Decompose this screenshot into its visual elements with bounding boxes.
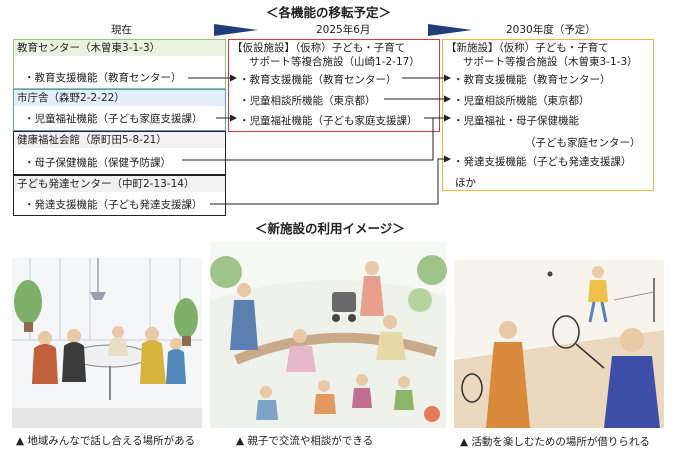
facility-header-health: 健康福祉会館（原町田5-8-21） bbox=[14, 132, 225, 148]
facility-header-cityhall: 市庁舎（森野2-2-22） bbox=[14, 90, 225, 106]
interim-title-line1: 【仮設施設】（仮称）子ども・子育て bbox=[232, 42, 406, 54]
function-education-support-interim: ・教育支援機能（教育センター） bbox=[239, 74, 397, 86]
function-development-support-future: ・発達支援機能（子ども発達支援課） bbox=[453, 156, 632, 168]
timeline-interim: 2025年6月 bbox=[316, 24, 371, 36]
function-child-welfare-interim: ・児童福祉機能（子ども家庭支援課） bbox=[239, 115, 418, 127]
function-welfare-maternal-future: ・児童福祉・母子保健機能 bbox=[453, 115, 579, 127]
interim-title-line2: サポート等複合施設（山崎1-2-17） bbox=[249, 56, 420, 68]
function-child-welfare-current: ・児童福祉機能（子ども家庭支援課） bbox=[24, 113, 203, 125]
current-group-education: 教育センター（木曽東3-1-3） ・教育支援機能（教育センター） bbox=[13, 39, 226, 89]
interim-facility-box: 【仮設施設】（仮称）子ども・子育て サポート等複合施設（山崎1-2-17） ・教… bbox=[228, 39, 440, 132]
timeline-current: 現在 bbox=[111, 24, 132, 36]
current-group-development: 子ども発達センター（中町2-13-14） ・発達支援機能（子ども発達支援課） bbox=[13, 175, 226, 216]
function-family-center-future: （子ども家庭センター） bbox=[525, 137, 641, 149]
current-group-health: 健康福祉会館（原町田5-8-21） ・母子保健機能（保健予防課） bbox=[13, 131, 226, 175]
arrow-development-to-future bbox=[210, 155, 451, 205]
future-title-line1: 【新施設】（仮称）子ども・子育て bbox=[446, 42, 609, 54]
function-development-support-current: ・発達支援機能（子ども発達支援課） bbox=[24, 199, 203, 211]
timeline-arrow-1 bbox=[214, 24, 258, 36]
future-facility-box: 【新施設】（仮称）子ども・子育て サポート等複合施設（木曽東3-1-3） ・教育… bbox=[442, 39, 654, 191]
caption-parent-child: ▲ 親子で交流や相談ができる bbox=[236, 435, 374, 447]
caption-badminton: ▲ 活動を楽しむための場所が借りられる bbox=[460, 436, 650, 448]
function-child-guidance-interim: ・児童相談所機能（東京都） bbox=[239, 95, 376, 107]
function-education-support-future: ・教育支援機能（教育センター） bbox=[453, 74, 611, 86]
future-title-line2: サポート等複合施設（木曽東3-1-3） bbox=[463, 56, 638, 68]
function-education-support-current: ・教育支援機能（教育センター） bbox=[24, 72, 182, 84]
facility-header-education: 教育センター（木曽東3-1-3） bbox=[14, 40, 225, 56]
caption-meeting: ▲ 地域みんなで話し合える場所がある bbox=[16, 435, 196, 447]
timeline-future: 2030年度（予定） bbox=[506, 24, 596, 36]
function-others-future: ほか bbox=[455, 177, 476, 189]
function-child-guidance-future: ・児童相談所機能（東京都） bbox=[453, 95, 590, 107]
relocation-title: ＜各機能の移転予定＞ bbox=[266, 5, 392, 20]
facility-header-development: 子ども発達センター（中町2-13-14） bbox=[14, 176, 225, 192]
function-maternal-health-current: ・母子保健機能（保健予防課） bbox=[24, 157, 171, 169]
timeline-arrow-2 bbox=[428, 24, 472, 36]
image-title: ＜新施設の利用イメージ＞ bbox=[255, 221, 405, 236]
current-group-cityhall: 市庁舎（森野2-2-22） ・児童福祉機能（子ども家庭支援課） bbox=[13, 89, 226, 131]
